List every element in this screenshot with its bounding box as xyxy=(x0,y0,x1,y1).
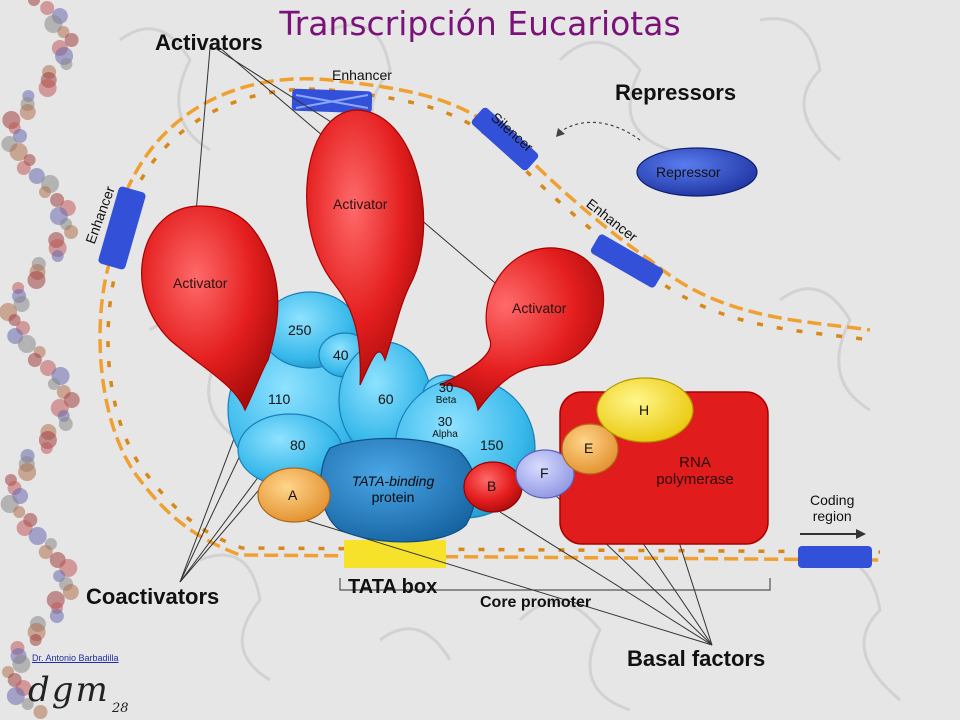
rna-polymerase-line2: polymerase xyxy=(656,471,734,488)
factor-h-label: H xyxy=(639,402,650,418)
factor-h xyxy=(596,377,694,443)
factor-60-label: 60 xyxy=(378,391,394,407)
activator-left-label: Activator xyxy=(173,275,228,291)
factor-alpha-text: Alpha xyxy=(432,429,458,440)
factor-150-label: 150 xyxy=(480,437,504,453)
enhancer-left-segment xyxy=(98,186,146,270)
coding-region-line1: Coding xyxy=(810,492,855,508)
coding-region-label: Coding region xyxy=(810,492,854,524)
factor-b-label: B xyxy=(487,478,497,494)
tbp-label-line2: protein xyxy=(371,489,415,505)
factor-e xyxy=(561,423,619,475)
repressors-label: Repressors xyxy=(615,80,737,105)
tata-box-region xyxy=(344,540,446,568)
core-promoter-bracket xyxy=(339,578,771,591)
activators-label: Activators xyxy=(155,30,263,55)
core-promoter-label: Core promoter xyxy=(480,594,592,611)
activator-right xyxy=(439,247,605,412)
factor-110-label: 110 xyxy=(268,391,291,407)
activator-center xyxy=(306,109,425,386)
repressor-arrow xyxy=(559,121,641,141)
factor-30a-number: 30 xyxy=(438,380,454,395)
basal-factors-label: Basal factors xyxy=(627,646,766,671)
author-link[interactable]: Dr. Antonio Barbadilla xyxy=(32,653,119,663)
factor-80-label: 80 xyxy=(290,437,306,453)
dgm-logo: dgm xyxy=(28,670,110,710)
factor-30b-number: 30 xyxy=(437,414,453,429)
factor-beta-text: Beta xyxy=(435,395,457,406)
tbp-label-line1: TATA-binding xyxy=(351,473,435,489)
silencer-segment xyxy=(471,107,539,171)
coding-region-segment xyxy=(798,546,872,568)
factor-a xyxy=(257,467,331,523)
factor-a-label: A xyxy=(288,487,298,503)
activator-right-label: Activator xyxy=(512,300,567,316)
rna-polymerase-label: RNA polymerase xyxy=(640,454,750,488)
factor-30-beta-label: 30 Beta xyxy=(431,380,461,406)
repressor xyxy=(636,147,758,197)
factor-e-label: E xyxy=(584,440,594,456)
repressor-label: Repressor xyxy=(656,164,721,180)
coding-region-line2: region xyxy=(812,508,852,524)
enhancer-top-label: Enhancer xyxy=(332,67,392,83)
enhancer-top-segment xyxy=(291,88,373,114)
enhancer-right-segment xyxy=(590,234,664,288)
factor-f xyxy=(515,449,575,499)
page-number: 28 xyxy=(112,701,129,716)
factor-250-label: 250 xyxy=(288,322,312,338)
tbp-label: TATA-binding protein xyxy=(338,473,448,505)
tata-binding-protein xyxy=(320,437,477,543)
tata-box-label: TATA box xyxy=(348,576,438,598)
coactivators-label: Coactivators xyxy=(86,584,220,609)
factor-40-label: 40 xyxy=(333,347,349,363)
activator-left xyxy=(141,205,279,412)
dna-helix-decoration xyxy=(0,0,80,719)
factor-f-label: F xyxy=(540,465,549,481)
page-title: Transcripción Eucariotas xyxy=(279,4,681,43)
factor-30-alpha-label: 30 Alpha xyxy=(424,414,466,440)
rna-polymerase-line1: RNA xyxy=(679,454,711,471)
activator-center-label: Activator xyxy=(333,196,388,212)
